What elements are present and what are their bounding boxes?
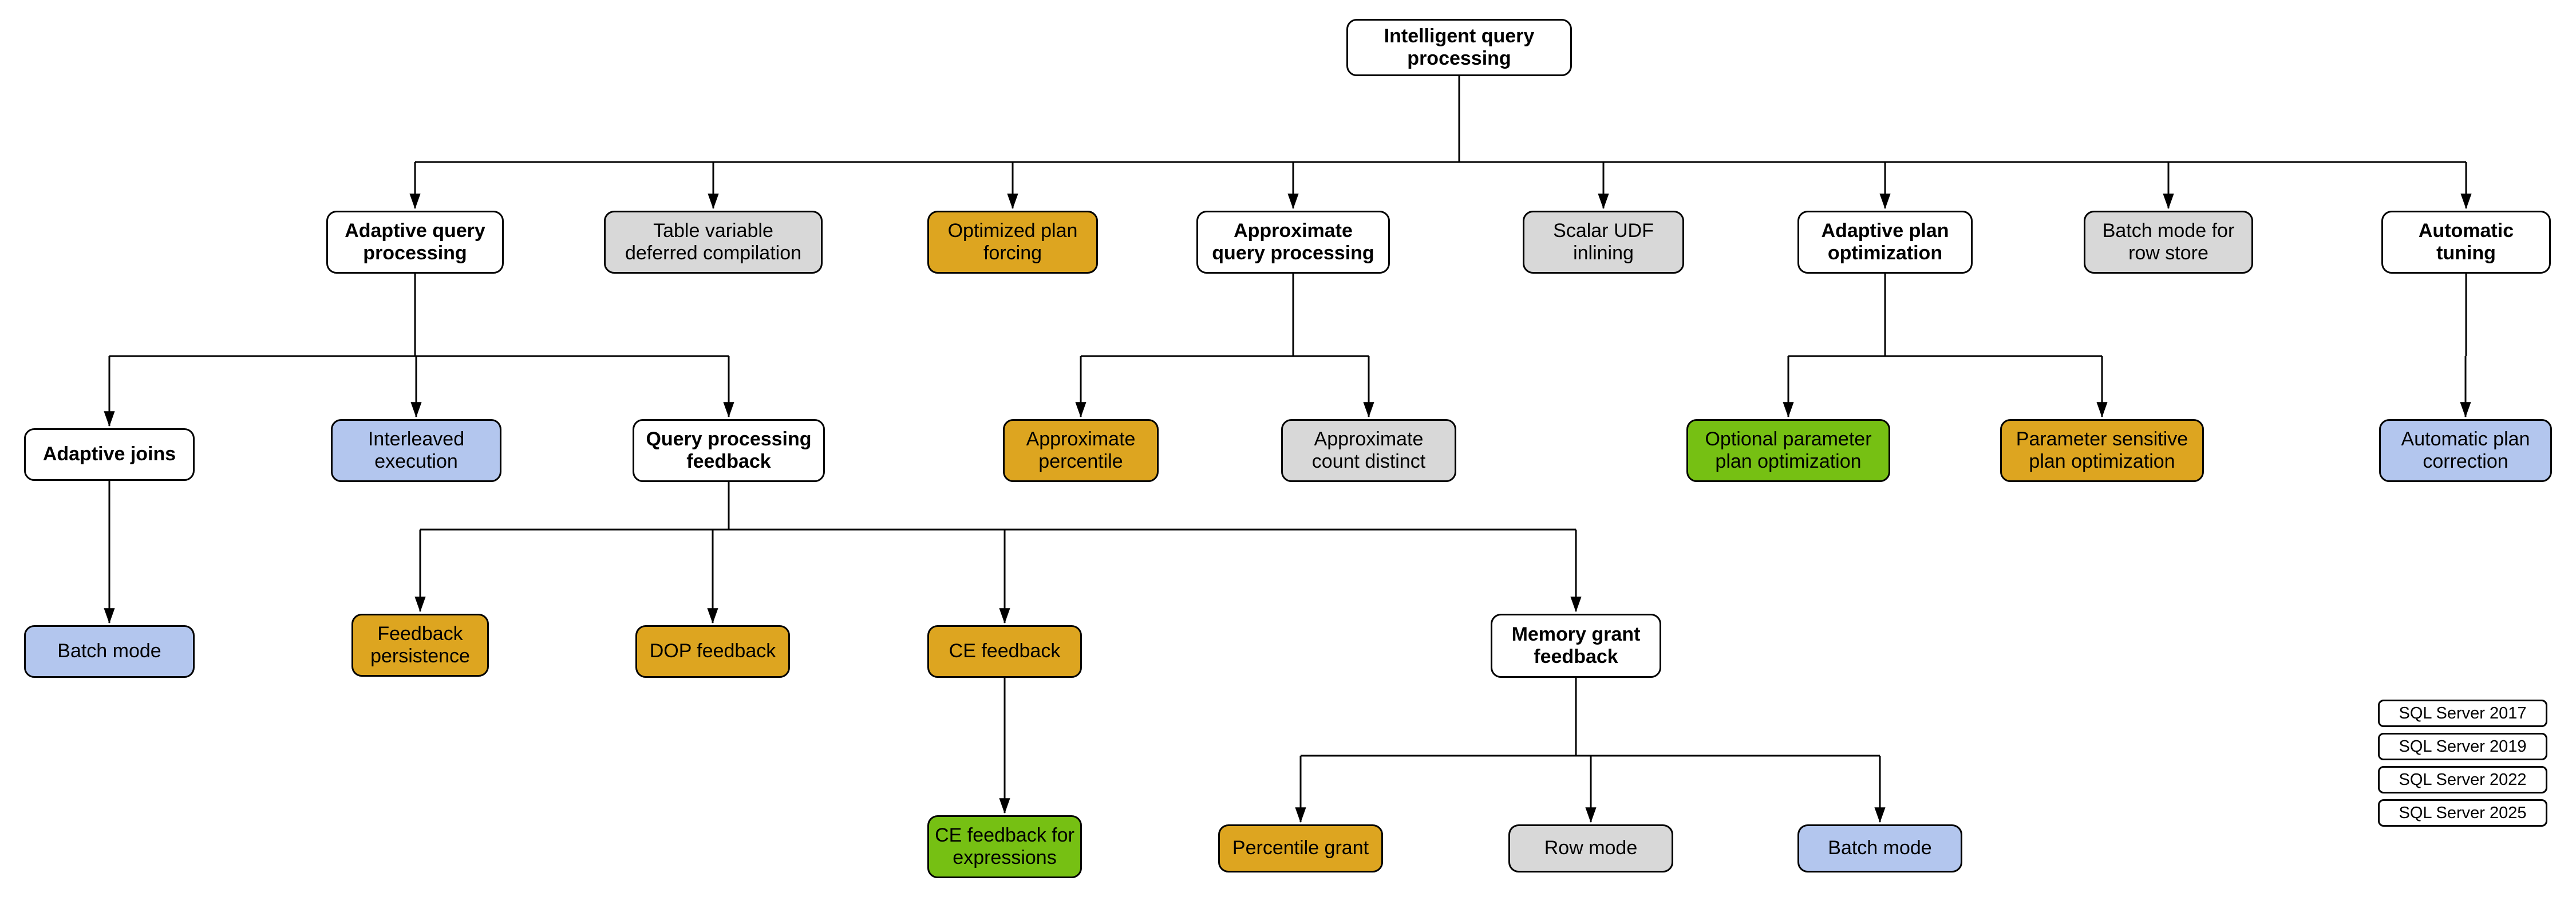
node-approximate-count-distinct[interactable]: Approximate count distinct (1281, 419, 1456, 482)
node-batch-mode-for-row-store[interactable]: Batch mode for row store (2084, 211, 2253, 274)
node-adaptive-query-processing[interactable]: Adaptive query processing (326, 211, 504, 274)
node-interleaved-execution[interactable]: Interleaved execution (331, 419, 501, 482)
node-feedback-persistence[interactable]: Feedback persistence (351, 614, 489, 677)
node-ce-feedback-for-expressions[interactable]: CE feedback for expressions (927, 815, 1082, 878)
node-percentile-grant[interactable]: Percentile grant (1218, 824, 1383, 872)
node-batch-mode[interactable]: Batch mode (24, 625, 195, 678)
node-adaptive-joins[interactable]: Adaptive joins (24, 428, 195, 481)
node-row-mode[interactable]: Row mode (1508, 824, 1673, 872)
node-memory-grant-feedback[interactable]: Memory grant feedback (1491, 614, 1661, 678)
legend-item-sql-server-2017: SQL Server 2017 (2378, 700, 2547, 727)
legend-item-sql-server-2022: SQL Server 2022 (2378, 766, 2547, 793)
node-approximate-percentile[interactable]: Approximate percentile (1003, 419, 1159, 482)
node-parameter-sensitive-plan-optimization[interactable]: Parameter sensitive plan optimization (2000, 419, 2204, 482)
node-approximate-query-processing[interactable]: Approximate query processing (1196, 211, 1390, 274)
node-query-processing-feedback[interactable]: Query processing feedback (633, 419, 825, 482)
node-optimized-plan-forcing[interactable]: Optimized plan forcing (927, 211, 1098, 274)
node-automatic-tuning[interactable]: Automatic tuning (2381, 211, 2551, 274)
node-automatic-plan-correction[interactable]: Automatic plan correction (2379, 419, 2552, 482)
node-batch-mode[interactable]: Batch mode (1797, 824, 1962, 872)
node-adaptive-plan-optimization[interactable]: Adaptive plan optimization (1797, 211, 1973, 274)
node-intelligent-query-processing[interactable]: Intelligent query processing (1346, 19, 1572, 76)
legend-item-sql-server-2025: SQL Server 2025 (2378, 799, 2547, 827)
node-ce-feedback[interactable]: CE feedback (927, 625, 1082, 678)
legend-item-sql-server-2019: SQL Server 2019 (2378, 733, 2547, 760)
node-table-variable-deferred-compilation[interactable]: Table variable deferred compilation (604, 211, 823, 274)
node-scalar-udf-inlining[interactable]: Scalar UDF inlining (1523, 211, 1684, 274)
node-dop-feedback[interactable]: DOP feedback (635, 625, 790, 678)
node-optional-parameter-plan-optimization[interactable]: Optional parameter plan optimization (1686, 419, 1890, 482)
